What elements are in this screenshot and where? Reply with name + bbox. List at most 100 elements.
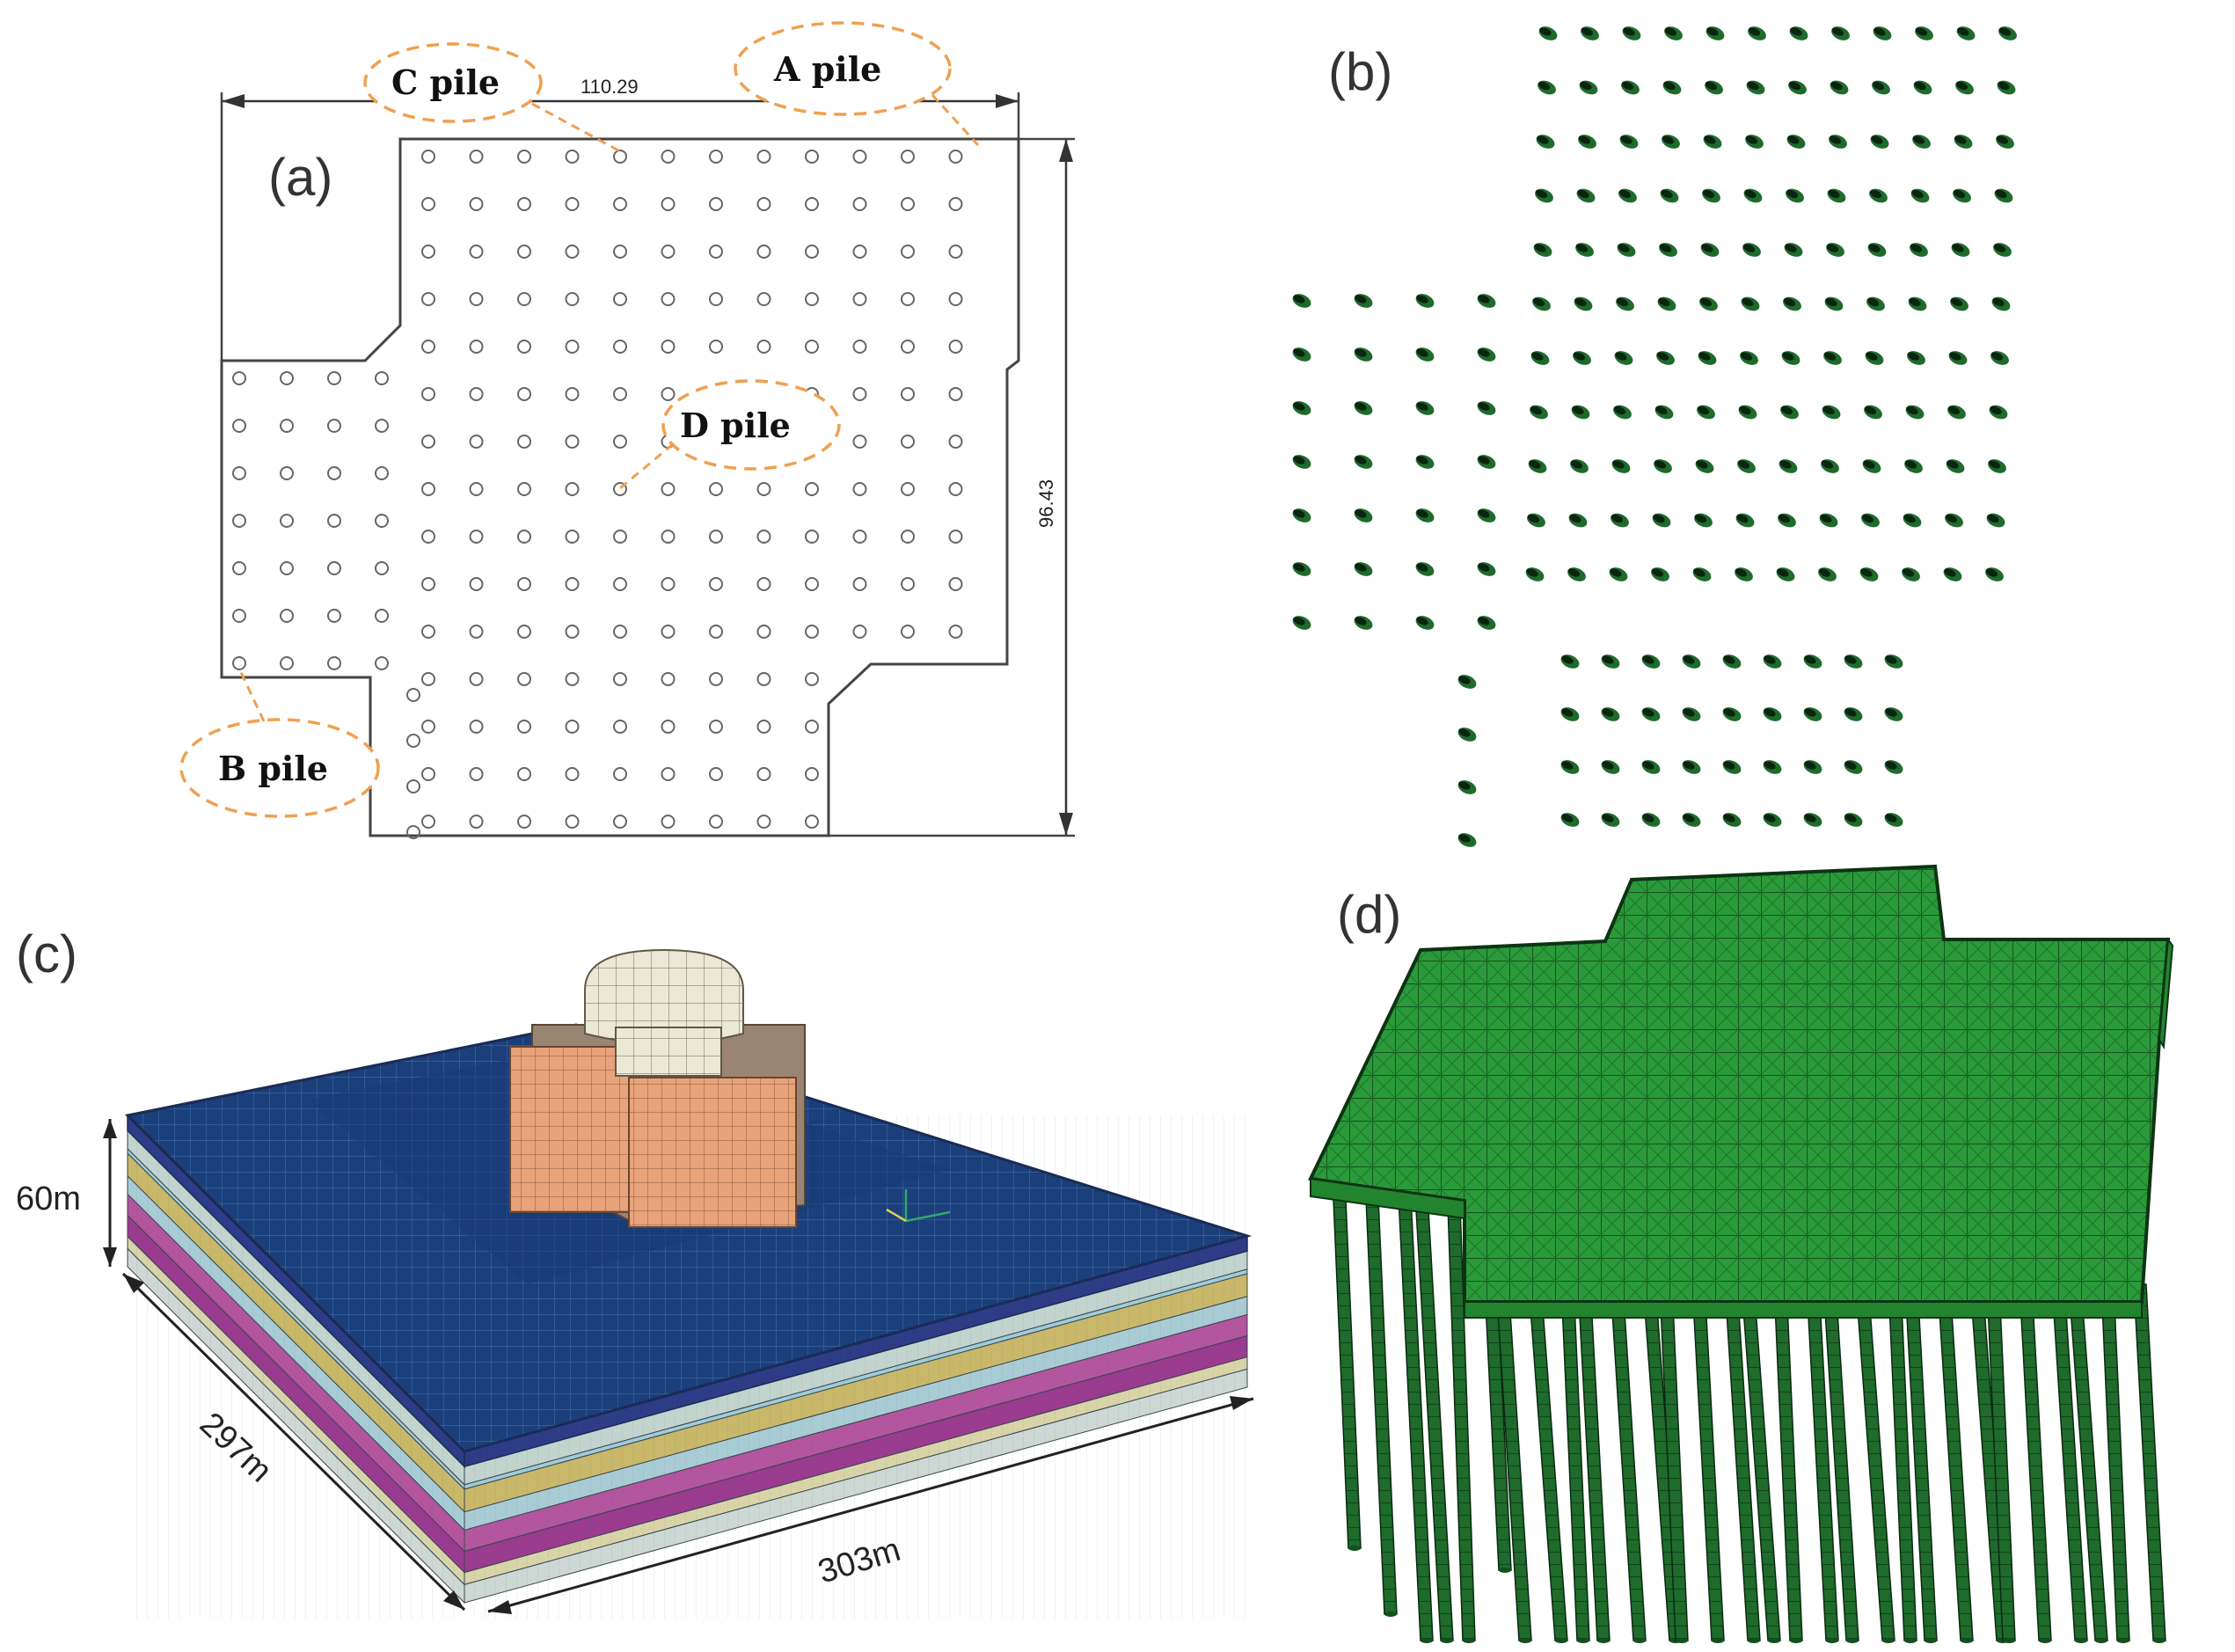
pile-circle	[756, 720, 771, 734]
building-block-right	[628, 1077, 797, 1228]
pile-circle	[901, 482, 915, 496]
pile-circle	[852, 340, 867, 354]
callout-a-pile: A pile	[734, 21, 980, 147]
pile-circle	[421, 720, 435, 734]
pile-circle	[406, 779, 420, 793]
pile-circle	[327, 466, 341, 480]
pile-shaft	[1528, 1283, 1568, 1641]
pile-circle	[901, 435, 915, 449]
pile-circle	[565, 292, 580, 306]
pile-circle	[661, 625, 676, 639]
panel-d: (d)	[1308, 864, 2174, 1643]
pile-circle	[406, 688, 420, 702]
pile-circle	[613, 340, 627, 354]
pile-circle	[709, 672, 723, 686]
pile-circle	[421, 530, 435, 544]
pile-circle	[327, 514, 341, 528]
pile-circle	[661, 340, 676, 354]
pile-circle	[327, 419, 341, 433]
pile-circle	[421, 577, 435, 591]
pile-circle	[565, 577, 580, 591]
callout-c-pile-text: C pile	[391, 62, 500, 102]
pile-circle	[805, 577, 819, 591]
pile-circle	[756, 672, 771, 686]
pile-circle	[517, 672, 531, 686]
pile-shaft	[1773, 1283, 1803, 1641]
dimension-width: 110.29	[220, 76, 1020, 361]
pile-circle	[661, 387, 676, 401]
pile-circle	[805, 767, 819, 781]
callout-c-pile: C pile	[363, 42, 621, 153]
pile-circle	[421, 340, 435, 354]
pile-circle	[613, 530, 627, 544]
pile-circle	[517, 197, 531, 211]
pile-circle	[421, 672, 435, 686]
pile-circle	[469, 340, 484, 354]
pile-circle	[756, 815, 771, 829]
pile-circle	[565, 672, 580, 686]
pile-circle	[852, 197, 867, 211]
pile-circle	[232, 371, 246, 385]
pile-circle	[421, 245, 435, 259]
pile-circle	[232, 561, 246, 575]
pile-circle	[756, 292, 771, 306]
pile-circle	[756, 767, 771, 781]
pile-circle	[406, 825, 420, 839]
pile-circle	[375, 371, 389, 385]
pile-circle	[901, 577, 915, 591]
pile-circle	[280, 466, 294, 480]
pile-circle	[613, 720, 627, 734]
pile-circle	[805, 245, 819, 259]
pile-circle	[469, 720, 484, 734]
pile-circle	[406, 734, 420, 748]
pile-circle	[280, 609, 294, 623]
pile-circle	[613, 767, 627, 781]
pile-circle	[517, 292, 531, 306]
panel-b: (b)	[1292, 26, 2017, 847]
pile-circle	[901, 387, 915, 401]
pile-circle	[517, 577, 531, 591]
pile-circle	[613, 387, 627, 401]
pile-circle	[948, 150, 963, 164]
pile-circle	[709, 292, 723, 306]
pile-circle	[661, 292, 676, 306]
pile-circle	[709, 197, 723, 211]
building-model	[509, 948, 806, 1228]
pile-circle	[469, 292, 484, 306]
pile-shaft	[1332, 1178, 1362, 1549]
pile-circle	[613, 625, 627, 639]
pile-circle	[756, 530, 771, 544]
callout-d-pile: D pile	[619, 379, 841, 490]
pile-circle	[709, 815, 723, 829]
pile-circle	[709, 720, 723, 734]
pile-circle	[280, 371, 294, 385]
pile-circle	[232, 419, 246, 433]
pile-circle	[232, 609, 246, 623]
pile-circle	[756, 577, 771, 591]
panel-d-label: (d)	[1337, 885, 1401, 944]
pile-circle	[469, 482, 484, 496]
pile-circle	[805, 625, 819, 639]
dimension-60m: 60m	[16, 1119, 117, 1267]
panel-c: (c) 60m 29	[16, 925, 1254, 1619]
pile-circle	[709, 245, 723, 259]
pile-circle	[805, 815, 819, 829]
pile-circle	[805, 150, 819, 164]
panel-b-label: (b)	[1328, 42, 1392, 101]
pile-circle	[613, 815, 627, 829]
pile-circle	[709, 577, 723, 591]
pile-circle	[613, 577, 627, 591]
pile-circle	[709, 530, 723, 544]
pile-circle	[948, 387, 963, 401]
pile-cap	[1308, 864, 2171, 1304]
pile-circle	[565, 387, 580, 401]
pile-circle	[565, 197, 580, 211]
pile-circle	[469, 577, 484, 591]
pile-circle	[469, 767, 484, 781]
pile-circle	[375, 609, 389, 623]
pile-circle	[661, 672, 676, 686]
pile-circle	[661, 245, 676, 259]
pile-circle	[756, 340, 771, 354]
pile-shaft	[2019, 1283, 2052, 1641]
pile-circle	[517, 720, 531, 734]
